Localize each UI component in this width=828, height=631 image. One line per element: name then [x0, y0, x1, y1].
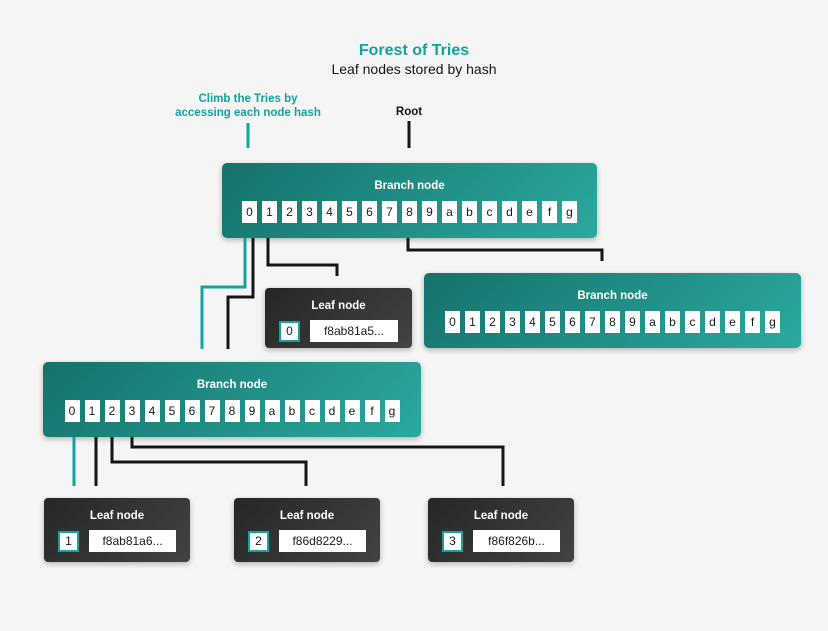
leaf-node-0: Leaf node 0 f8ab81a5... — [265, 288, 412, 348]
leaf-hash-value: f86d8229... — [279, 530, 366, 552]
leaf-node-1: Leaf node 1 f8ab81a6... — [44, 498, 190, 562]
connector-lower-cell3-to-leaf3 — [130, 437, 505, 486]
leaf-node-title: Leaf node — [473, 510, 529, 522]
branch-cell-4: 4 — [322, 201, 337, 223]
leaf-node-title: Leaf node — [279, 510, 335, 522]
branch-cell-d: d — [324, 400, 340, 422]
connector-root-cell8-to-right-branch — [406, 238, 604, 261]
branch-cell-b: b — [284, 400, 300, 422]
branch-cell-g: g — [384, 400, 400, 422]
branch-cell-f: f — [745, 311, 760, 333]
branch-cell-3: 3 — [302, 201, 317, 223]
branch-cell-b: b — [462, 201, 477, 223]
branch-cell-2: 2 — [485, 311, 500, 333]
page-subtitle: Leaf nodes stored by hash — [331, 61, 497, 77]
leaf-node-title: Leaf node — [311, 300, 366, 312]
branch-cell-0: 0 — [445, 311, 460, 333]
branch-cell-e: e — [522, 201, 537, 223]
branch-cell-4: 4 — [144, 400, 160, 422]
leaf-index-cell: 2 — [248, 530, 269, 552]
climb-annotation: Climb the Tries by accessing each node h… — [118, 92, 378, 120]
branch-cell-0: 0 — [242, 201, 257, 223]
branch-cell-1: 1 — [465, 311, 480, 333]
leaf-node-2: Leaf node 2 f86d8229... — [234, 498, 380, 562]
branch-cell-f: f — [542, 201, 557, 223]
leaf-hash-value: f8ab81a6... — [89, 530, 176, 552]
branch-cell-b: b — [665, 311, 680, 333]
climb-path-root-to-lower-branch — [200, 238, 247, 349]
root-annotation: Root — [395, 106, 423, 118]
branch-cell-8: 8 — [605, 311, 620, 333]
leaf-index-cell: 1 — [58, 530, 79, 552]
branch-cell-8: 8 — [402, 201, 417, 223]
branch-cell-7: 7 — [585, 311, 600, 333]
leaf-node-row: 1 f8ab81a6... — [44, 530, 190, 552]
branch-cell-g: g — [765, 311, 780, 333]
branch-cell-6: 6 — [362, 201, 377, 223]
branch-cell-9: 9 — [625, 311, 640, 333]
branch-cell-g: g — [562, 201, 577, 223]
branch-cell-2: 2 — [104, 400, 120, 422]
leaf-node-3: Leaf node 3 f86f826b... — [428, 498, 574, 562]
branch-cell-4: 4 — [525, 311, 540, 333]
connector-root-cell1-to-leaf0 — [266, 238, 339, 276]
leaf-node-row: 0 f8ab81a5... — [265, 320, 412, 342]
branch-cell-0: 0 — [64, 400, 80, 422]
branch-cell-a: a — [264, 400, 280, 422]
leaf-node-row: 2 f86d8229... — [234, 530, 380, 552]
branch-cell-f: f — [364, 400, 380, 422]
branch-cell-1: 1 — [262, 201, 277, 223]
branch-cell-6: 6 — [565, 311, 580, 333]
page-title: Forest of Tries — [358, 42, 470, 59]
branch-cell-5: 5 — [342, 201, 357, 223]
branch-cell-d: d — [502, 201, 517, 223]
branch-cell-c: c — [685, 311, 700, 333]
connector-root-cell0-to-lower-branch — [226, 238, 255, 349]
branch-node-title: Branch node — [374, 180, 445, 192]
branch-cell-3: 3 — [124, 400, 140, 422]
branch-cell-6: 6 — [184, 400, 200, 422]
branch-cell-2: 2 — [282, 201, 297, 223]
branch-cell-a: a — [645, 311, 660, 333]
branch-node-title: Branch node — [196, 379, 268, 391]
branch-cell-1: 1 — [84, 400, 100, 422]
climb-annotation-line1: Climb the Tries by — [198, 93, 298, 105]
leaf-index-cell: 3 — [442, 530, 463, 552]
branch-cell-5: 5 — [545, 311, 560, 333]
branch-cell-e: e — [344, 400, 360, 422]
branch-cell-e: e — [725, 311, 740, 333]
branch-cell-5: 5 — [164, 400, 180, 422]
branch-cell-7: 7 — [382, 201, 397, 223]
leaf-index-cell: 0 — [279, 320, 300, 342]
branch-cell-9: 9 — [244, 400, 260, 422]
branch-cell-c: c — [482, 201, 497, 223]
branch-node-title: Branch node — [577, 290, 648, 302]
branch-cell-c: c — [304, 400, 320, 422]
connector-lower-cell2-to-leaf2 — [110, 437, 308, 486]
branch-cell-7: 7 — [204, 400, 220, 422]
branch-cell-8: 8 — [224, 400, 240, 422]
climb-annotation-line2: accessing each node hash — [175, 107, 321, 119]
branch-cell-a: a — [442, 201, 457, 223]
leaf-node-title: Leaf node — [89, 510, 145, 522]
branch-cell-3: 3 — [505, 311, 520, 333]
branch-cell-d: d — [705, 311, 720, 333]
leaf-node-row: 3 f86f826b... — [428, 530, 574, 552]
leaf-hash-value: f8ab81a5... — [310, 320, 398, 342]
branch-cell-9: 9 — [422, 201, 437, 223]
leaf-hash-value: f86f826b... — [473, 530, 560, 552]
